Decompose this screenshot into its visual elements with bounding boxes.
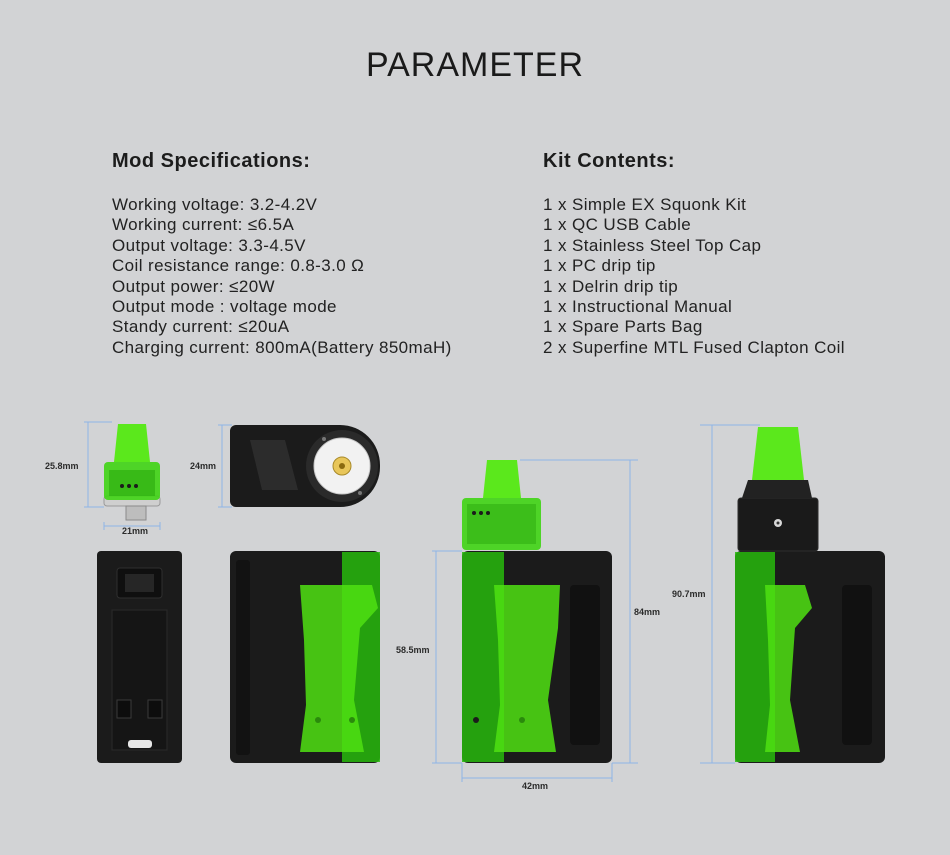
mod-specifications-heading: Mod Specifications: [112,150,311,172]
page-title: PARAMETER [365,46,585,84]
spec-item: Working current: ≤6.5A [112,215,295,235]
spec-item: Output voltage: 3.3-4.5V [112,235,306,255]
kit-contents-heading: Kit Contents: [543,150,676,172]
kit-item: 1 x Stainless Steel Top Cap [543,235,762,255]
atomizer-diameter-label: 21mm [122,526,148,536]
mod-top-view-image [230,425,380,507]
kit-item: 1 x QC USB Cable [543,215,692,235]
mod-thickness-label: 24mm [190,461,216,471]
spec-item: Charging current: 800mA(Battery 850maH) [112,337,452,357]
atomizer-image [103,424,161,521]
spec-item: Output mode : voltage mode [112,297,337,317]
spec-item: Coil resistance range: 0.8-3.0 Ω [112,256,365,276]
spec-item: Working voltage: 3.2-4.2V [112,195,318,214]
mod-height-label: 58.5mm [396,645,430,655]
kit-height-cap-label: 90.7mm [672,589,706,599]
kit-item: 1 x Delrin drip tip [543,276,679,296]
spec-item: Standy current: ≤20uA [112,317,290,337]
kit-contents-list: 1 x Simple EX Squonk Kit 1 x QC USB Cabl… [543,195,845,358]
kit-item: 1 x PC drip tip [543,256,656,276]
kit-item: 2 x Superfine MTL Fused Clapton Coil [543,337,845,357]
kit-item: 1 x Spare Parts Bag [543,317,703,337]
mod-front-view-image [97,551,182,763]
product-dimension-illustration: 25.8mm 21mm 24mm [45,421,885,791]
spec-item: Output power: ≤20W [112,276,275,296]
mod-width-label: 42mm [522,781,548,791]
kit-top-cap-image [735,427,885,763]
mod-specifications-list: Working voltage: 3.2-4.2V Working curren… [112,195,452,358]
atomizer-height-label: 25.8mm [45,461,79,471]
kit-item: 1 x Instructional Manual [543,297,733,317]
kit-height-label: 84mm [634,607,660,617]
mod-side-view-image [230,551,380,763]
kit-assembled-image [462,460,612,763]
kit-item: 1 x Simple EX Squonk Kit [543,195,747,214]
